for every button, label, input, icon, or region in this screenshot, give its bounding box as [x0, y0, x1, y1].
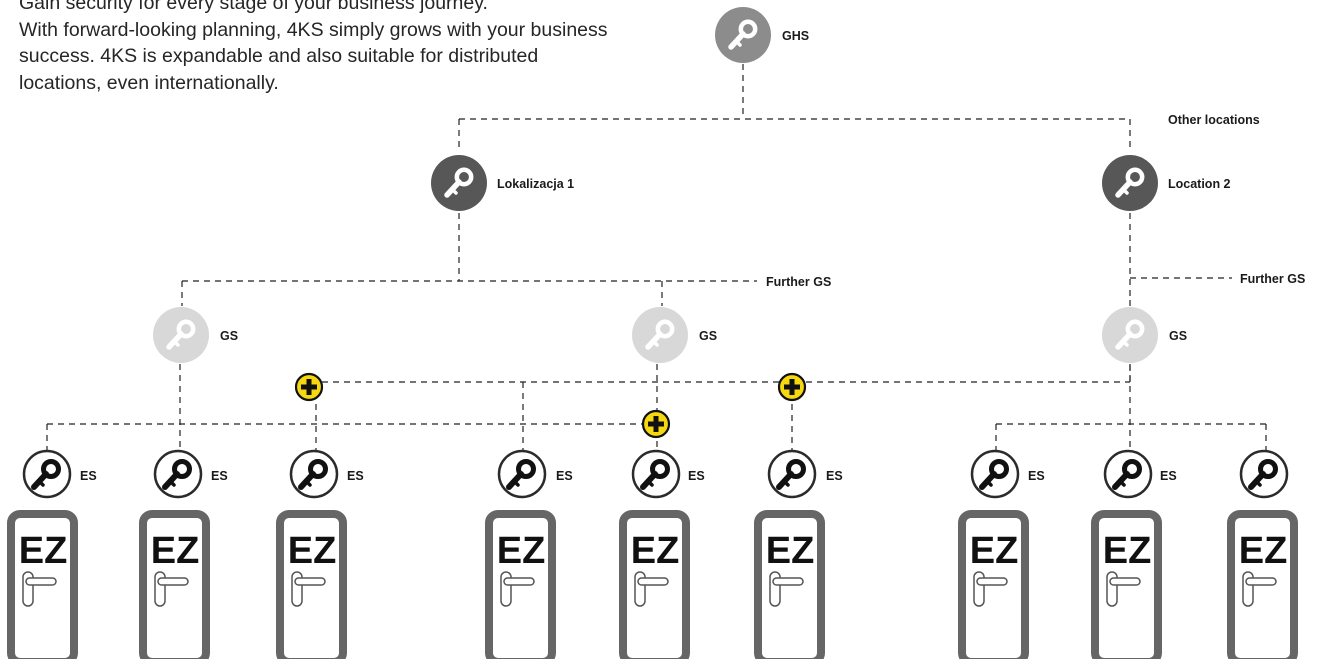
- door-label: EZ: [19, 530, 68, 572]
- gs-label: GS: [699, 329, 717, 343]
- door-icon: EZ: [619, 510, 690, 659]
- es-key-node: ES: [497, 449, 573, 499]
- door-label: EZ: [497, 530, 546, 572]
- es-key-node: ES: [289, 449, 364, 499]
- door-icon: EZ: [276, 510, 347, 659]
- door-label: EZ: [1103, 530, 1152, 572]
- es-key-node: ES: [1103, 449, 1177, 499]
- door-label: EZ: [766, 530, 815, 572]
- ghs-label: GHS: [782, 29, 809, 43]
- gs-key-node: GS: [632, 307, 717, 363]
- location-2-label: Location 2: [1168, 177, 1231, 191]
- gs-key-node: GS: [153, 307, 238, 363]
- door-label: EZ: [631, 530, 680, 572]
- other-locations-label: Other locations: [1168, 113, 1260, 127]
- es-key-node: ES: [22, 449, 97, 499]
- intro-text: Gain security for every stage of your bu…: [19, 0, 619, 96]
- door-icon: EZ: [485, 510, 556, 659]
- door-label: EZ: [1239, 530, 1288, 572]
- plus-icon: [777, 372, 807, 402]
- intro-cut-line: Gain security for every stage of your bu…: [19, 0, 488, 14]
- ghs-key-node: GHS: [715, 7, 809, 63]
- door-icon: EZ: [1091, 510, 1162, 659]
- es-label: ES: [688, 469, 705, 483]
- location-key-node: Location 2: [1102, 155, 1231, 211]
- connector-lines: [46, 64, 1267, 451]
- es-label: ES: [826, 469, 843, 483]
- location-1-label: Lokalizacja 1: [497, 177, 574, 191]
- plus-icon: [641, 409, 671, 439]
- door-icon: EZ: [1227, 510, 1298, 659]
- es-label: ES: [1028, 469, 1045, 483]
- door-label: EZ: [151, 530, 200, 572]
- es-label: ES: [80, 469, 97, 483]
- plus-icon: [294, 372, 324, 402]
- further-gs-label: Further GS: [1240, 272, 1305, 286]
- es-label: ES: [347, 469, 364, 483]
- intro-paragraph: With forward-looking planning, 4KS simpl…: [19, 18, 608, 94]
- es-key-node: [1239, 449, 1289, 499]
- es-key-node: ES: [767, 449, 843, 499]
- further-gs-label: Further GS: [766, 275, 831, 289]
- es-key-node: ES: [631, 449, 705, 499]
- gs-key-node: GS: [1102, 307, 1187, 363]
- es-key-node: ES: [153, 449, 228, 499]
- gs-label: GS: [220, 329, 238, 343]
- es-key-node: ES: [970, 449, 1045, 499]
- door-label: EZ: [970, 530, 1019, 572]
- es-label: ES: [556, 469, 573, 483]
- door-icon: EZ: [958, 510, 1029, 659]
- es-label: ES: [211, 469, 228, 483]
- door-icon: EZ: [754, 510, 825, 659]
- door-icon: EZ: [7, 510, 78, 659]
- gs-label: GS: [1169, 329, 1187, 343]
- door-label: EZ: [288, 530, 337, 572]
- location-key-node: Lokalizacja 1: [431, 155, 574, 211]
- door-icon: EZ: [139, 510, 210, 659]
- es-label: ES: [1160, 469, 1177, 483]
